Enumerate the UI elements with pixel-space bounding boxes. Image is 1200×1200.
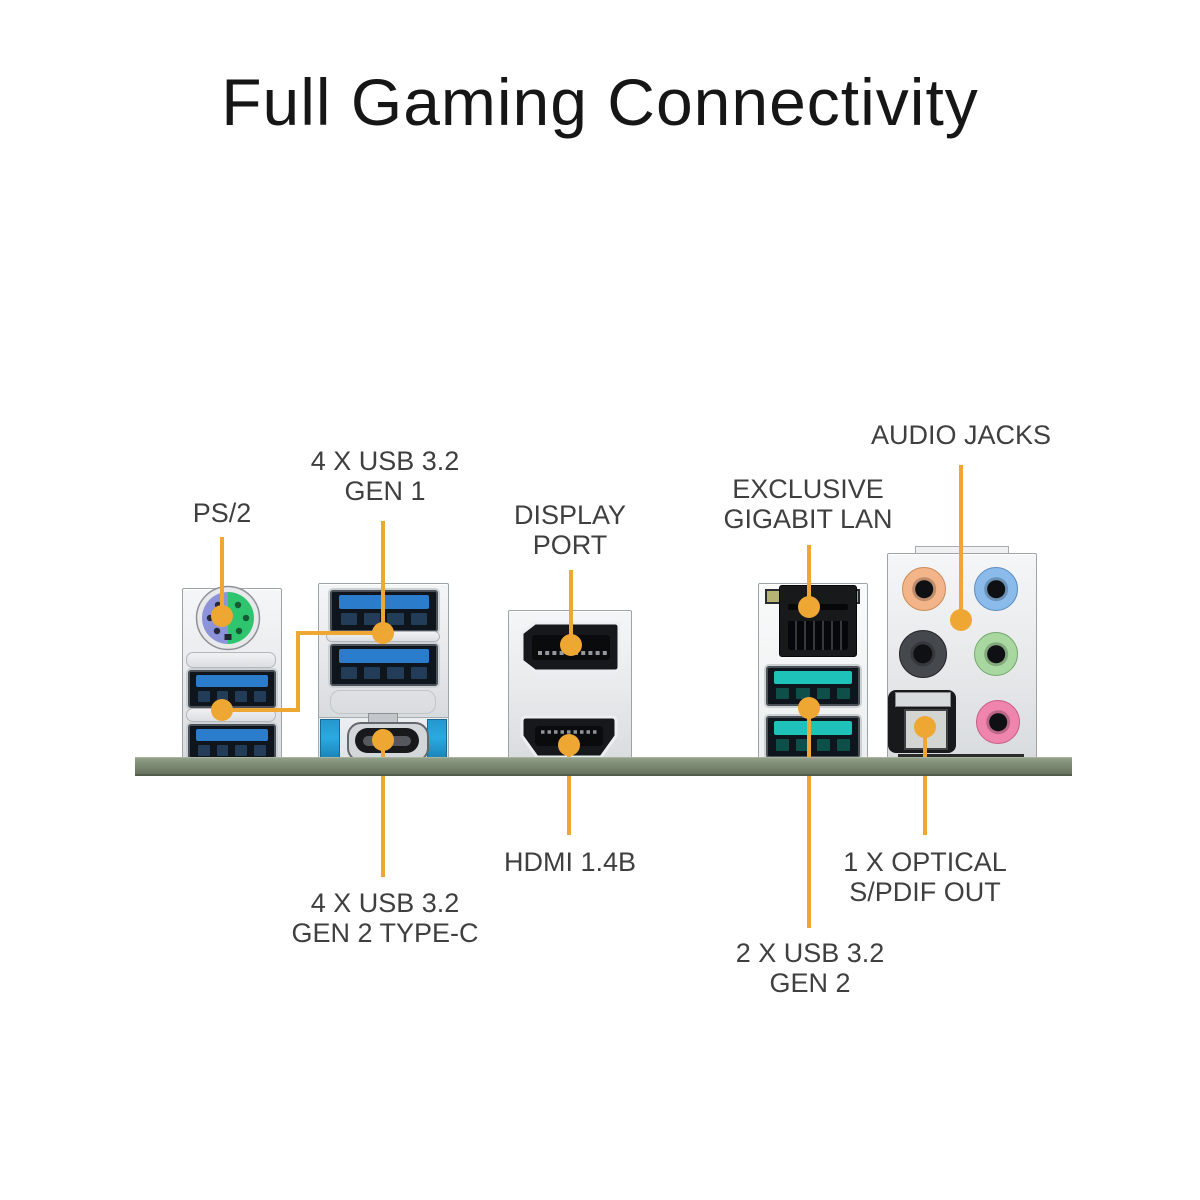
- label-display-port-line2: PORT: [532, 530, 608, 560]
- audio-jack-black: [899, 630, 947, 678]
- callout-line-typec-lower: [381, 773, 385, 877]
- plate-ledge: [186, 652, 276, 668]
- label-audio-jacks: AUDIO JACKS: [871, 420, 1051, 450]
- label-spdif: 1 X OPTICAL S/PDIF OUT: [843, 847, 1007, 907]
- callout-dot-usb-gen1: [372, 622, 394, 644]
- usb-a-gen1-port-1: [188, 670, 276, 708]
- label-spdif-line1: 1 X OPTICAL: [843, 847, 1007, 877]
- callout-line-audio: [959, 465, 963, 620]
- label-ps2-text: PS/2: [192, 498, 252, 528]
- label-gigabit-lan-line1: EXCLUSIVE: [732, 474, 884, 504]
- label-hdmi: HDMI 1.4B: [504, 847, 636, 877]
- label-display-port: DISPLAY PORT: [514, 500, 626, 560]
- audio-jack-pink: [976, 700, 1020, 744]
- label-usb-gen2-line1: 2 X USB 3.2: [735, 938, 885, 968]
- label-ps2: PS/2: [193, 498, 252, 528]
- label-usb-gen2: 2 X USB 3.2 GEN 2: [736, 938, 885, 998]
- label-usb-gen1-line1: 4 X USB 3.2: [310, 446, 460, 476]
- label-usb-typec-line2: GEN 2 TYPE-C: [291, 918, 479, 948]
- pcb-edge: [135, 757, 1072, 776]
- callout-dot-spdif: [914, 716, 936, 738]
- audio-jack-green: [974, 632, 1018, 676]
- label-gigabit-lan-line2: GIGABIT LAN: [723, 504, 893, 534]
- callout-line-usb-gen1: [381, 521, 385, 633]
- label-usb-typec-line1: 4 X USB 3.2: [310, 888, 460, 918]
- spdif-flap: [895, 692, 951, 707]
- label-usb-typec: 4 X USB 3.2 GEN 2 TYPE-C: [291, 888, 478, 948]
- lan-port: [779, 585, 857, 657]
- callout-dot-ps2: [211, 605, 233, 627]
- label-usb-gen2-line2: GEN 2: [769, 968, 851, 998]
- audio-jack-blue: [974, 567, 1018, 611]
- callout-dot-lan: [798, 596, 820, 618]
- callout-dot-displayport: [560, 634, 582, 656]
- callout-line-usb-gen2-upper: [807, 710, 811, 757]
- label-usb-gen1: 4 X USB 3.2 GEN 1: [311, 446, 460, 506]
- callout-line-hdmi-lower: [567, 773, 571, 835]
- page-title: Full Gaming Connectivity: [221, 65, 979, 139]
- callout-line-displayport: [569, 570, 573, 645]
- label-gigabit-lan: EXCLUSIVE GIGABIT LAN: [723, 474, 892, 534]
- callout-dot-usb-gen2: [798, 697, 820, 719]
- label-audio-jacks-text: AUDIO JACKS: [870, 420, 1052, 450]
- callout-dot-usb-left: [211, 699, 233, 721]
- callout-line-ps2: [220, 537, 224, 616]
- callout-line-spdif-upper: [923, 729, 927, 757]
- callout-dot-audio: [950, 609, 972, 631]
- plate-emboss: [330, 690, 436, 714]
- callout-line-lan: [807, 545, 811, 607]
- label-usb-gen1-line2: GEN 1: [344, 476, 426, 506]
- callout-line-usb-gen2-lower: [807, 773, 811, 928]
- callout-line-gen1-elbow-bottom: [222, 708, 300, 712]
- label-spdif-line2: S/PDIF OUT: [849, 877, 1001, 907]
- callout-dot-usb-typec: [372, 729, 394, 751]
- callout-dot-hdmi: [558, 734, 580, 756]
- audio-jack-orange: [902, 567, 946, 611]
- callout-line-gen1-elbow-top: [296, 631, 385, 635]
- usb-a-gen2-port-2: [766, 716, 860, 758]
- callout-line-spdif-lower: [923, 773, 927, 835]
- label-display-port-line1: DISPLAY: [513, 500, 627, 530]
- label-hdmi-text: HDMI 1.4B: [503, 847, 637, 877]
- usb-a-gen1-port-4: [330, 644, 438, 686]
- callout-line-gen1-elbow-vert: [296, 631, 300, 712]
